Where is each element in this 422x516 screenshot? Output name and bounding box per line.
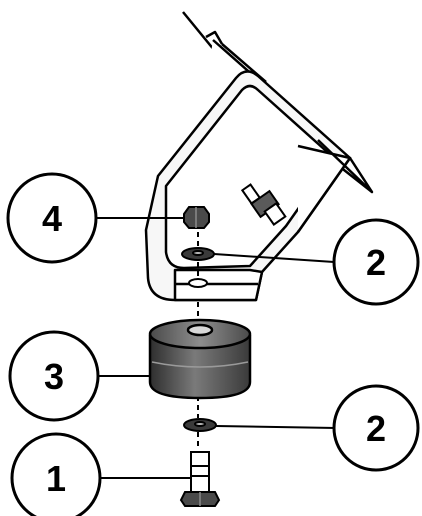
ground-stud [240,183,287,226]
callout-2-upper-label: 2 [366,242,386,283]
callout-4-label: 4 [42,198,62,239]
leader-2-upper [213,253,335,263]
leader-lines [96,217,337,479]
bolt-1 [179,451,221,507]
washer-2-lower [183,418,217,432]
bracket-side-wall [296,144,352,233]
callout-2-lower-label: 2 [366,408,386,449]
rubber-pad-3 [148,318,252,400]
bracket-bolt-hole [188,278,208,288]
callout-1-label: 1 [46,458,66,499]
callout-3-label: 3 [44,356,64,397]
callout-2-lower: 2 [332,384,420,472]
bracket-rear-edge [317,139,374,194]
bracket-top-lip [205,30,224,45]
callout-2-upper: 2 [332,218,420,306]
callout-1: 1 [10,432,102,516]
callout-4: 4 [6,172,98,264]
washer-2-upper [181,247,215,261]
leader-2-lower [215,425,337,429]
callout-3: 3 [8,330,100,422]
nut-4 [183,206,210,229]
